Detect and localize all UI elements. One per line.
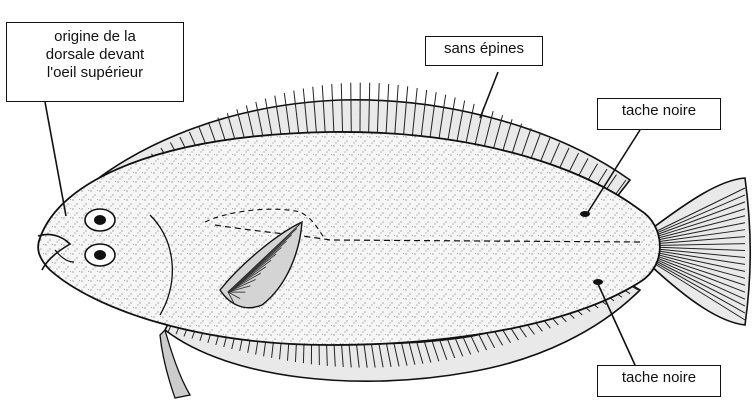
label-dorsal-origin-line-1: origine de la	[13, 28, 177, 46]
upper-eye	[85, 209, 115, 231]
label-dorsal-origin: origine de la dorsale devant l'oeil supé…	[6, 22, 184, 102]
caudal-fin	[650, 178, 750, 325]
lower-eye	[85, 244, 115, 266]
label-black-spot-lower-text: tache noire	[604, 369, 714, 387]
leader-dorsal-origin	[45, 102, 66, 216]
label-no-spines: sans épines	[425, 36, 543, 66]
label-black-spot-lower: tache noire	[597, 365, 721, 397]
label-dorsal-origin-line-2: dorsale devant	[13, 46, 177, 64]
label-black-spot-upper-text: tache noire	[604, 102, 714, 120]
label-black-spot-upper: tache noire	[597, 98, 721, 130]
label-dorsal-origin-line-3: l'oeil supérieur	[13, 64, 177, 82]
fin-ray	[351, 83, 352, 136]
label-no-spines-text: sans épines	[432, 40, 536, 58]
leader-no-spines	[480, 72, 498, 118]
